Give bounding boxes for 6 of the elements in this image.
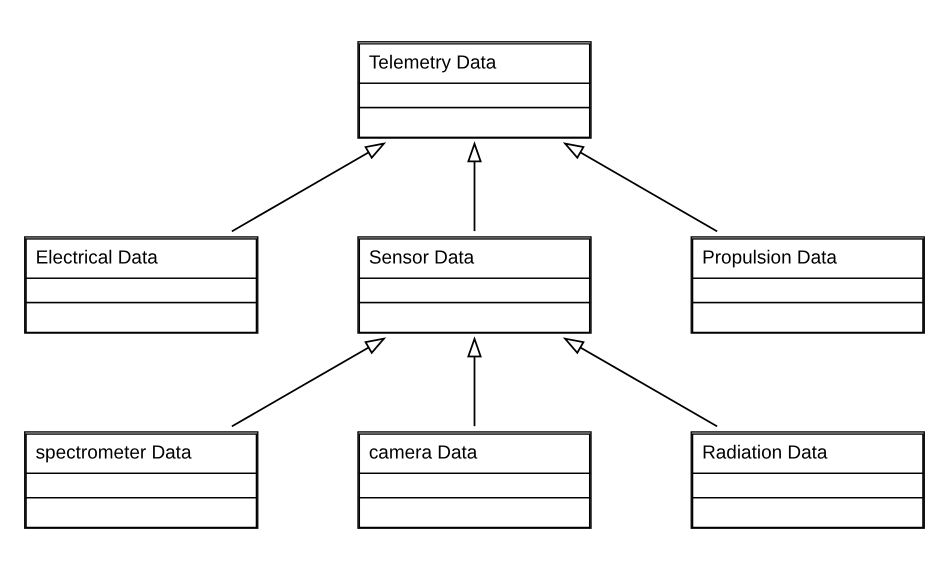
arrow (467, 140, 482, 231)
arrow (467, 336, 482, 426)
arrow (231, 336, 386, 427)
arrow (231, 142, 386, 232)
arrow (562, 336, 718, 427)
arrow (562, 142, 718, 232)
